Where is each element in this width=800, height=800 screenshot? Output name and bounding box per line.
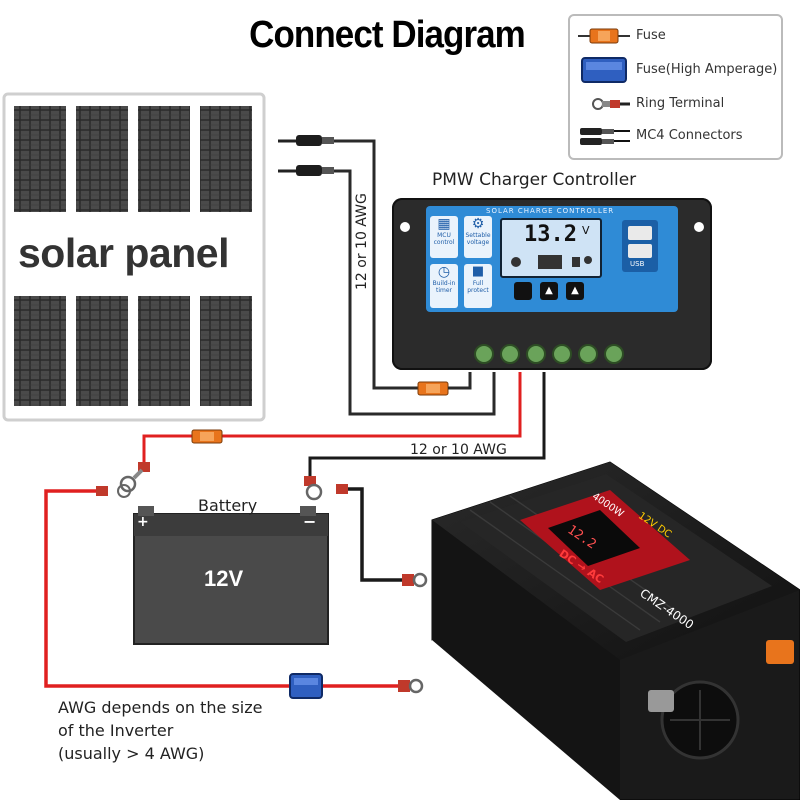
wire-gauge-label-horizontal: 12 or 10 AWG (410, 442, 507, 458)
controller-header: SOLAR CHARGE CONTROLLER (486, 207, 615, 215)
button-square[interactable] (514, 282, 532, 300)
solar-cell-module (76, 106, 128, 212)
fuse-icon (578, 28, 630, 44)
clock-icon: ◷ (437, 264, 451, 280)
inverter-display (548, 510, 640, 566)
legend-item-fuse: Fuse (570, 24, 783, 48)
solar-cell-module (200, 296, 252, 406)
mount-hole (694, 222, 704, 232)
screw-terminal[interactable] (500, 344, 520, 364)
screw-terminal[interactable] (604, 344, 624, 364)
panel-fuse (417, 372, 472, 396)
inverter-wires (44, 487, 404, 688)
gear-icon: ⚙ (471, 216, 485, 232)
controller-face: SOLAR CHARGE CONTROLLER 13.2 V ▦ MCU con… (426, 206, 678, 312)
lcd-unit: V (582, 224, 590, 237)
lcd-display: 13.2 V (500, 218, 602, 278)
mc4-connector-icon (580, 128, 630, 145)
btn-full-protect[interactable]: ■ Full protect (464, 264, 492, 308)
solar-cell-module (138, 106, 190, 212)
lock-icon: ■ (471, 264, 485, 279)
legend-label: Fuse(High Amperage) (636, 62, 778, 77)
battery-minus-sign: − (303, 512, 317, 531)
battery-plus-sign: + (137, 514, 149, 530)
solar-panel-label: solar panel (18, 230, 229, 276)
ring-terminal-icon (592, 98, 630, 110)
note-line: (usually > 4 AWG) (58, 744, 205, 763)
battery-voltage: 12V (204, 566, 244, 591)
battery-positive-post (138, 506, 154, 516)
wire-gauge-label-vertical: 12 or 10 AWG (354, 193, 370, 290)
ring-terminals (96, 462, 348, 501)
btn-mcu-control[interactable]: ▦ MCU control (430, 216, 458, 258)
inverter-positive-terminal (766, 640, 794, 664)
screw-terminal[interactable] (578, 344, 598, 364)
btn-label: Full protect (467, 280, 489, 294)
usb-port[interactable] (628, 244, 652, 258)
terminal-block (474, 342, 632, 364)
diagram-title: Connect Diagram (249, 14, 526, 56)
battery-label: Battery (198, 496, 258, 515)
mcu-icon: ▦ (437, 216, 451, 232)
screw-terminal[interactable] (526, 344, 546, 364)
solar-cell-module (138, 296, 190, 406)
legend-label: MC4 Connectors (636, 128, 743, 143)
legend-item-mc4: MC4 Connectors (570, 124, 783, 148)
note-line: of the Inverter (58, 721, 174, 740)
solar-cell-module (76, 296, 128, 406)
usb-label: USB (630, 260, 645, 268)
battery-negative-post (300, 506, 316, 516)
legend-item-high-amperage-fuse: Fuse(High Amperage) (570, 56, 783, 83)
panel-wires (334, 139, 496, 416)
lcd-voltage: 13.2 (524, 222, 577, 247)
button-mode[interactable]: ▲ (566, 282, 584, 300)
screw-terminal[interactable] (474, 344, 494, 364)
inverter-ring-terminals (398, 572, 428, 694)
awg-note: AWG depends on the size of the Inverter … (58, 696, 262, 765)
btn-label: Build-in timer (432, 280, 456, 294)
high-amperage-fuse-icon (581, 57, 627, 83)
legend-label: Fuse (636, 28, 666, 43)
screw-terminal[interactable] (552, 344, 572, 364)
note-line: AWG depends on the size (58, 698, 263, 717)
charge-controller: SOLAR CHARGE CONTROLLER 13.2 V ▦ MCU con… (392, 198, 712, 370)
controller-title: PMW Charger Controller (432, 170, 637, 190)
mount-hole (400, 222, 410, 232)
mc4-connectors (278, 135, 334, 176)
battery-wires (142, 372, 546, 478)
battery (133, 506, 329, 645)
power-inverter (431, 461, 800, 800)
solar-cell-module (200, 106, 252, 212)
usb-ports: USB (622, 220, 658, 272)
usb-port[interactable] (628, 226, 652, 240)
solar-panel (2, 92, 266, 422)
btn-label: MCU control (433, 232, 455, 246)
button-up[interactable]: ▲ (540, 282, 558, 300)
legend-item-ring-terminal: Ring Terminal (570, 92, 783, 116)
btn-label: Settable voltage (465, 232, 491, 246)
btn-build-in-timer[interactable]: ◷ Build-in timer (430, 264, 458, 308)
solar-cell-module (14, 106, 66, 212)
btn-settable-voltage[interactable]: ⚙ Settable voltage (464, 216, 492, 258)
inverter-negative-terminal (648, 690, 674, 712)
high-amperage-fuse (289, 673, 323, 699)
battery-fuse (191, 429, 223, 444)
legend: Fuse Fuse(High Amperage) Ring Terminal (568, 14, 783, 160)
solar-cell-module (14, 296, 66, 406)
legend-label: Ring Terminal (636, 96, 725, 111)
lcd-status-icons (511, 255, 592, 269)
